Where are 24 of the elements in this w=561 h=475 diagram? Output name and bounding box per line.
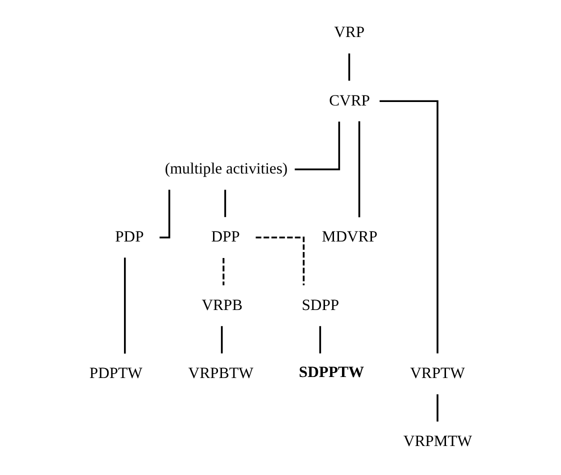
connector — [224, 190, 226, 218]
node-text: VRPMTW — [403, 433, 472, 450]
node-text: VRP — [334, 24, 365, 42]
node-text: VRPBTW — [188, 364, 254, 382]
connector — [294, 122, 340, 170]
node-text: SDPPTW — [298, 364, 364, 381]
node-text: PDPTW — [89, 364, 142, 382]
node-text: VRPB — [202, 296, 243, 314]
node-text: MDVRP — [322, 228, 378, 246]
connector — [124, 258, 126, 354]
connector — [348, 53, 350, 81]
node-text: VRPTW — [410, 364, 465, 382]
connector — [436, 394, 438, 422]
node-text: PDP — [115, 228, 144, 246]
connector — [220, 326, 223, 354]
connector — [380, 100, 438, 354]
connector — [319, 326, 322, 354]
node-text: (multiple activities) — [164, 160, 288, 178]
connector — [256, 236, 305, 286]
node-text: CVRP — [329, 92, 370, 110]
connector — [358, 121, 360, 218]
connector — [222, 258, 224, 286]
node-text: SDPP — [302, 296, 340, 314]
node-text: DPP — [211, 228, 240, 246]
